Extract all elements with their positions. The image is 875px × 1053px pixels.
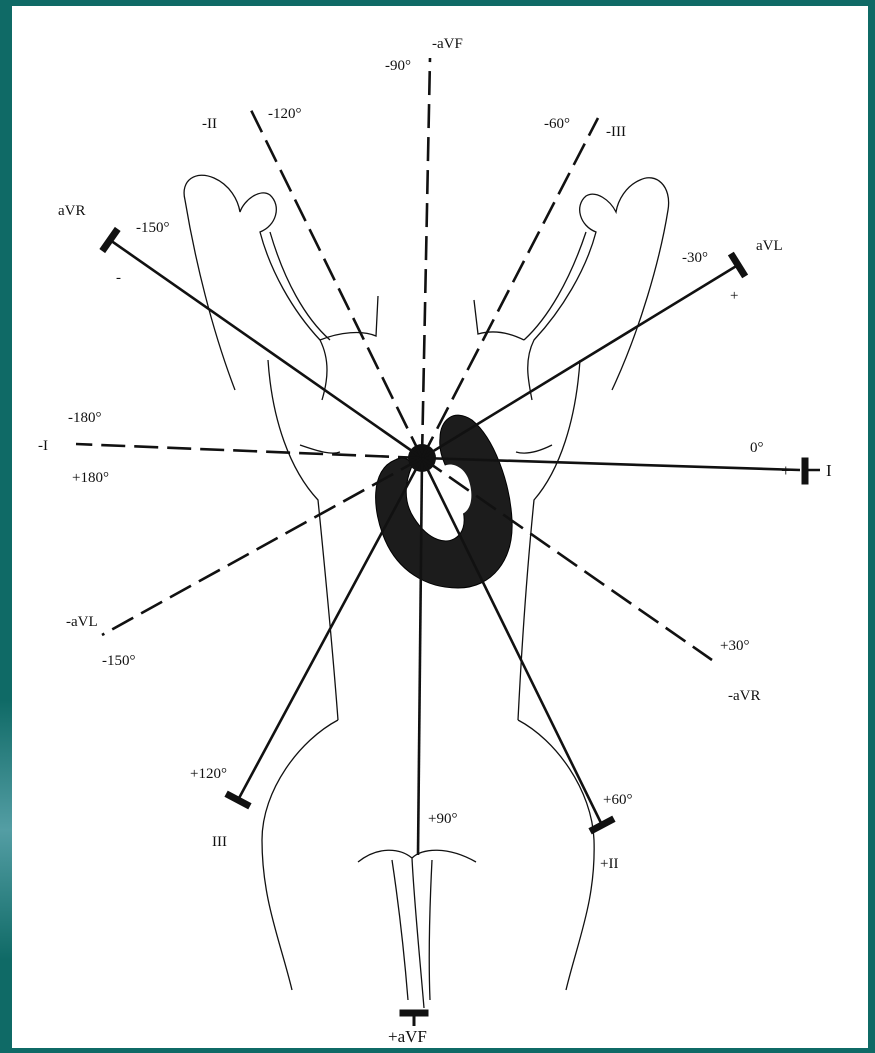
label-lead-i: I <box>826 461 832 480</box>
label-plus-120: +120° <box>190 766 227 782</box>
label-plus-180: +180° <box>72 470 109 486</box>
right-shoulder <box>474 300 524 340</box>
electrode-i <box>802 458 820 484</box>
label-minus-avl: -aVL <box>66 614 98 630</box>
axis-i-negative <box>76 444 422 458</box>
label-minus-i: -I <box>38 438 48 454</box>
label-plus-30: +30° <box>720 638 749 654</box>
label-minus-30: -30° <box>682 250 708 266</box>
label-avl: aVL <box>756 238 783 254</box>
label-plus-sign-avl: + <box>730 288 738 304</box>
label-minus-sign-avr: - <box>116 270 121 286</box>
axis-avf-negative <box>422 58 430 458</box>
label-minus-180: -180° <box>68 410 102 426</box>
label-avr: aVR <box>58 203 86 219</box>
electrode-avr <box>100 228 120 253</box>
label-minus-ii: -II <box>202 116 217 132</box>
hexaxial-lead-diagram: -90° -aVF -II -120° -60° -III aVR -150° … <box>12 6 868 1048</box>
lead-axes-negative <box>76 58 712 660</box>
torso-right-inner <box>516 445 552 453</box>
crotch <box>358 850 476 1008</box>
electrode-markers <box>100 228 820 1026</box>
label-plus-avf: +aVF <box>388 1027 427 1046</box>
axis-avr-positive <box>110 240 422 458</box>
label-minus-iii: -III <box>606 124 626 140</box>
label-minus-150-top: -150° <box>136 220 170 236</box>
axis-ii-negative <box>250 108 422 458</box>
label-minus-avr: -aVR <box>728 688 761 704</box>
axis-avl-positive <box>422 265 738 458</box>
label-minus-60: -60° <box>544 116 570 132</box>
label-minus-90: -90° <box>385 58 411 74</box>
torso-left <box>268 360 338 720</box>
torso-right <box>518 360 580 720</box>
left-shoulder <box>320 296 378 340</box>
label-plus-90: +90° <box>428 811 457 827</box>
left-arm-inner <box>270 232 330 340</box>
electrode-avl <box>729 252 748 277</box>
diagram-canvas: -90° -aVF -II -120° -60° -III aVR -150° … <box>12 6 868 1048</box>
label-plus-60: +60° <box>603 792 632 808</box>
label-minus-120: -120° <box>268 106 302 122</box>
label-zero-deg: 0° <box>750 440 764 456</box>
label-minus-150-bottom: -150° <box>102 653 136 669</box>
axis-avf-positive <box>418 458 422 855</box>
electrode-iii <box>225 791 251 809</box>
left-hip <box>262 720 338 990</box>
label-plus-ii: +II <box>600 856 618 872</box>
right-hip <box>518 720 594 990</box>
label-lead-iii: III <box>212 834 227 850</box>
left-arm-outline <box>184 175 327 400</box>
label-plus-sign-i: + <box>781 461 791 480</box>
body-outline <box>184 175 669 1008</box>
torso-left-inner <box>300 445 340 453</box>
label-minus-avf: -aVF <box>432 36 463 52</box>
electrode-avf <box>400 1010 428 1026</box>
right-arm-inner <box>524 232 586 340</box>
